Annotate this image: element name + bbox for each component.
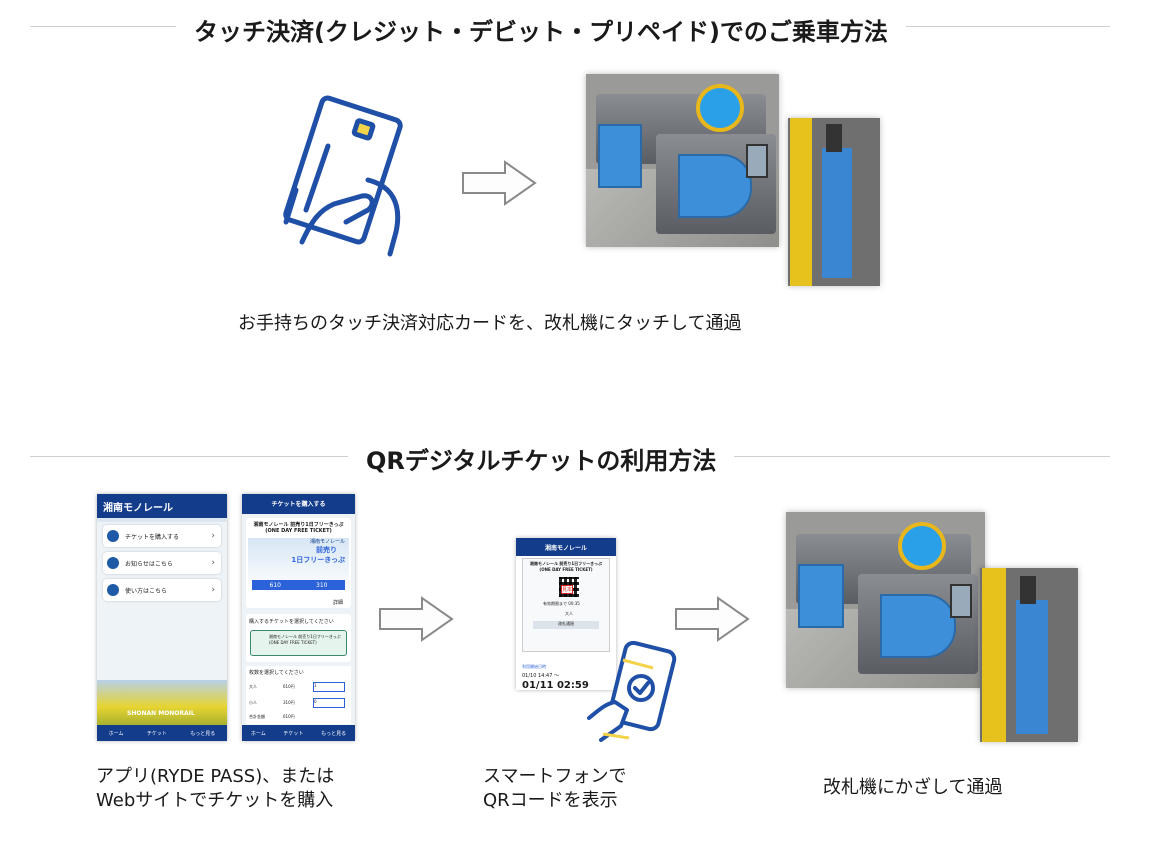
arrow-right-icon bbox=[379, 596, 454, 642]
app-home-screen: 湘南モノレール チケットを購入する › お知らせはこちら › 使い方はこちら ›… bbox=[97, 494, 227, 741]
flower-field-image bbox=[97, 680, 227, 725]
qty-input-child[interactable]: 0 bbox=[313, 698, 345, 708]
arrow-right-icon bbox=[675, 596, 750, 642]
qr-ticket-name: 湘南モノレール 前売り1日フリーきっぷ(ONE DAY FREE TICKET) bbox=[529, 561, 602, 572]
count-label: 枚数を選択してください bbox=[249, 670, 304, 676]
nav-more[interactable]: もっと見る bbox=[190, 730, 216, 737]
info-icon bbox=[107, 557, 119, 569]
menu-news[interactable]: お知らせはこちら › bbox=[103, 552, 221, 574]
step1-caption-line2: Webサイトでチケットを購入 bbox=[96, 790, 334, 811]
ticket-gate-photo bbox=[586, 74, 779, 247]
section1-caption: お手持ちのタッチ決済対応カードを、改札機にタッチして通過 bbox=[238, 313, 742, 334]
qty-input-adult[interactable]: 1 bbox=[313, 682, 345, 692]
qty-row-child: 小人 310円 0 bbox=[249, 698, 348, 708]
step1-caption-line1: アプリ(RYDE PASS)、または bbox=[96, 766, 335, 787]
section2-title: QRデジタルチケットの利用方法 bbox=[348, 441, 735, 476]
price-adult: 610 bbox=[269, 581, 281, 589]
usage-time-large: 01/11 02:59 bbox=[522, 680, 589, 690]
usage-label: 利用開始日時 bbox=[522, 664, 546, 669]
ticket-icon bbox=[107, 530, 119, 542]
fare-type: 大人 bbox=[565, 611, 573, 616]
purchase-header: チケットを購入する bbox=[242, 494, 355, 514]
nav-home[interactable]: ホーム bbox=[108, 730, 124, 737]
gate-pass-button[interactable]: 改札通過 bbox=[533, 621, 599, 629]
chevron-right-icon: › bbox=[211, 585, 215, 595]
step2-caption-line2: QRコードを表示 bbox=[483, 790, 618, 811]
nav-more[interactable]: もっと見る bbox=[321, 730, 347, 737]
hand-phone-icon bbox=[587, 640, 677, 742]
qr-reader-photo bbox=[788, 118, 880, 286]
step3-caption: 改札機にかざして通過 bbox=[823, 777, 1003, 798]
ticket-banner: 湘南モノレール 前売り 1日フリーきっぷ 610 310 bbox=[248, 538, 349, 592]
qty-row-adult: 大人 610円 1 bbox=[249, 682, 348, 692]
menu-howto[interactable]: 使い方はこちら › bbox=[103, 579, 221, 601]
chevron-right-icon: › bbox=[211, 531, 215, 541]
ticket-name: 湘南モノレール 前売り1日フリーきっぷ(ONE DAY FREE TICKET) bbox=[253, 522, 344, 534]
nav-ticket[interactable]: チケット bbox=[146, 730, 167, 737]
detail-toggle[interactable]: 詳細 bbox=[332, 600, 343, 606]
price-child: 310 bbox=[316, 581, 328, 589]
purchase-screen: チケットを購入する 湘南モノレール 前売り1日フリーきっぷ(ONE DAY FR… bbox=[242, 494, 355, 741]
ticket-gate-photo bbox=[786, 512, 985, 688]
bottom-nav: ホーム チケット もっと見る bbox=[97, 725, 227, 741]
ticket-option-text: 湘南モノレール 前売り1日フリーきっぷ(ONE DAY FREE TICKET) bbox=[269, 634, 341, 645]
nav-ticket[interactable]: チケット bbox=[283, 730, 304, 737]
chevron-right-icon: › bbox=[211, 558, 215, 568]
expiry-text: 有効期限まで 00:35 bbox=[543, 601, 580, 606]
menu-buy-ticket[interactable]: チケットを購入する › bbox=[103, 525, 221, 547]
bottom-nav: ホーム チケット もっと見る bbox=[242, 725, 355, 741]
app-brand: 湘南モノレール bbox=[97, 494, 227, 518]
total-row: 合計金額 610円 bbox=[249, 714, 295, 719]
step2-caption-line1: スマートフォンで bbox=[483, 766, 627, 787]
qr-ticket-screen: 湘南モノレール 湘南モノレール 前売り1日フリーきっぷ(ONE DAY FREE… bbox=[516, 538, 616, 690]
qr-app-brand: 湘南モノレール bbox=[544, 545, 587, 552]
section1-title: タッチ決済(クレジット・デビット・プリペイド)でのご乗車方法 bbox=[176, 12, 906, 47]
help-icon bbox=[107, 584, 119, 596]
arrow-right-icon bbox=[462, 160, 537, 206]
select-label: 購入するチケットを選択してください bbox=[249, 619, 334, 625]
qr-reader-photo bbox=[980, 568, 1078, 742]
usage-time-small: 01/10 14:47 〜 bbox=[522, 673, 559, 679]
nav-home[interactable]: ホーム bbox=[250, 730, 266, 737]
sample-stamp: 見本 bbox=[561, 585, 574, 594]
app-logo-text: SHONAN MONORAIL bbox=[127, 710, 195, 717]
ticket-option[interactable]: 湘南モノレール 前売り1日フリーきっぷ(ONE DAY FREE TICKET) bbox=[250, 630, 347, 656]
contactless-card-icon bbox=[283, 95, 403, 257]
